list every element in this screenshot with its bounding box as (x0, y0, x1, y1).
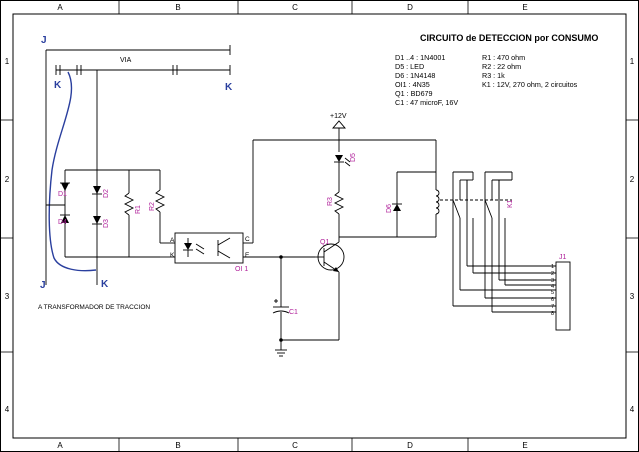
part-line: C1 : 47 microF, 16V (395, 98, 458, 107)
row-label-right: 4 (630, 405, 635, 414)
r2-label: R2 (149, 202, 156, 211)
part-line: OI1 : 4N35 (395, 80, 430, 89)
col-label-top: C (292, 3, 298, 12)
k-bottom-label: K (101, 279, 109, 290)
diode-d1 (60, 182, 70, 191)
k1-label: K1 (507, 199, 514, 208)
parts-list-left: D1 ..4 : 1N4001 D5 : LED D6 : 1N4148 OI1… (395, 53, 458, 107)
col-label-top: B (175, 3, 180, 12)
d3-label: D3 (103, 219, 110, 228)
col-label-bottom: D (407, 441, 413, 450)
part-line: D5 : LED (395, 62, 424, 71)
k-right-label: K (225, 82, 233, 93)
opto-pin-e: E (245, 252, 250, 259)
part-line: D1 ..4 : 1N4001 (395, 53, 445, 62)
part-line: R3 : 1k (482, 71, 505, 80)
d5-label: D5 (350, 153, 357, 162)
supply-label: +12V (330, 113, 347, 120)
col-label-bottom: E (522, 441, 527, 450)
d4-label: D4 (58, 219, 67, 226)
ground-symbol (275, 338, 339, 357)
row-label-left: 4 (5, 405, 10, 414)
parts-list-right: R1 : 470 ohm R2 : 22 ohm R3 : 1k K1 : 12… (482, 53, 578, 89)
pin-number: 3 (551, 278, 554, 284)
relay-contacts-k1 (440, 171, 513, 312)
c1-label: C1 (289, 309, 298, 316)
relay-coil-and-d6 (339, 140, 440, 238)
j-top-label: J (41, 35, 47, 46)
part-line: R1 : 470 ohm (482, 53, 525, 62)
row-label-left: 3 (5, 292, 10, 301)
row-label-right: 2 (630, 175, 635, 184)
part-line: Q1 : BD679 (395, 89, 433, 98)
track-rails (45, 45, 231, 285)
diode-d3 (92, 216, 102, 225)
pin-number: 2 (551, 271, 554, 277)
col-label-top: E (522, 3, 527, 12)
connector-j1 (453, 261, 571, 331)
col-label-bottom: A (57, 441, 63, 450)
col-label-top: D (407, 3, 413, 12)
supply-12v (252, 120, 436, 243)
r3-label: R3 (327, 197, 334, 206)
resistor-r2 (154, 170, 175, 258)
pin-number: 4 (551, 284, 554, 290)
opto-pin-a: A (170, 237, 175, 244)
oi1-label: OI 1 (235, 266, 248, 273)
pin-number: 1 (551, 264, 554, 270)
opto-pin-c: C (245, 236, 250, 243)
col-label-top: A (57, 3, 63, 12)
resistor-r1 (123, 170, 135, 257)
transformer-note: A TRANSFORMADOR DE TRACCION (38, 304, 150, 311)
opto-pin-k: K (170, 252, 175, 259)
connector-pin-numbers: 1 2 3 4 5 6 7 8 (551, 264, 554, 317)
pin-number: 7 (551, 304, 554, 310)
led-d5 (334, 140, 351, 192)
via-label: VIA (120, 57, 132, 64)
part-line: K1 : 12V, 270 ohm, 2 circuitos (482, 80, 578, 89)
j1-label: J1 (559, 254, 567, 261)
row-label-right: 3 (630, 292, 635, 301)
col-label-bottom: C (292, 441, 298, 450)
part-line: D6 : 1N4148 (395, 71, 435, 80)
blue-loop-annotation (48, 71, 97, 272)
diagram-title: CIRCUITO de DETECCION por CONSUMO (420, 33, 598, 43)
d2-label: D2 (103, 189, 110, 198)
col-label-bottom: B (175, 441, 180, 450)
part-line: R2 : 22 ohm (482, 62, 521, 71)
capacitor-c1 (272, 255, 290, 340)
pin-number: 6 (551, 297, 554, 303)
pin-number: 5 (551, 290, 554, 296)
row-label-left: 1 (5, 57, 10, 66)
optocoupler-oi1 (174, 232, 315, 264)
d6-label: D6 (386, 204, 393, 213)
row-label-left: 2 (5, 175, 10, 184)
d1-label: D1 (58, 191, 67, 198)
row-label-right: 1 (630, 57, 635, 66)
k-left-label: K (54, 80, 62, 91)
diode-d2 (92, 186, 102, 195)
resistor-r3 (333, 191, 345, 237)
pin-number: 8 (551, 311, 554, 317)
r1-label: R1 (135, 205, 142, 214)
diode-d4 (60, 214, 70, 223)
q1-label: Q1 (320, 239, 329, 246)
j-bottom-label: J (40, 280, 46, 291)
transistor-q1 (315, 237, 345, 340)
